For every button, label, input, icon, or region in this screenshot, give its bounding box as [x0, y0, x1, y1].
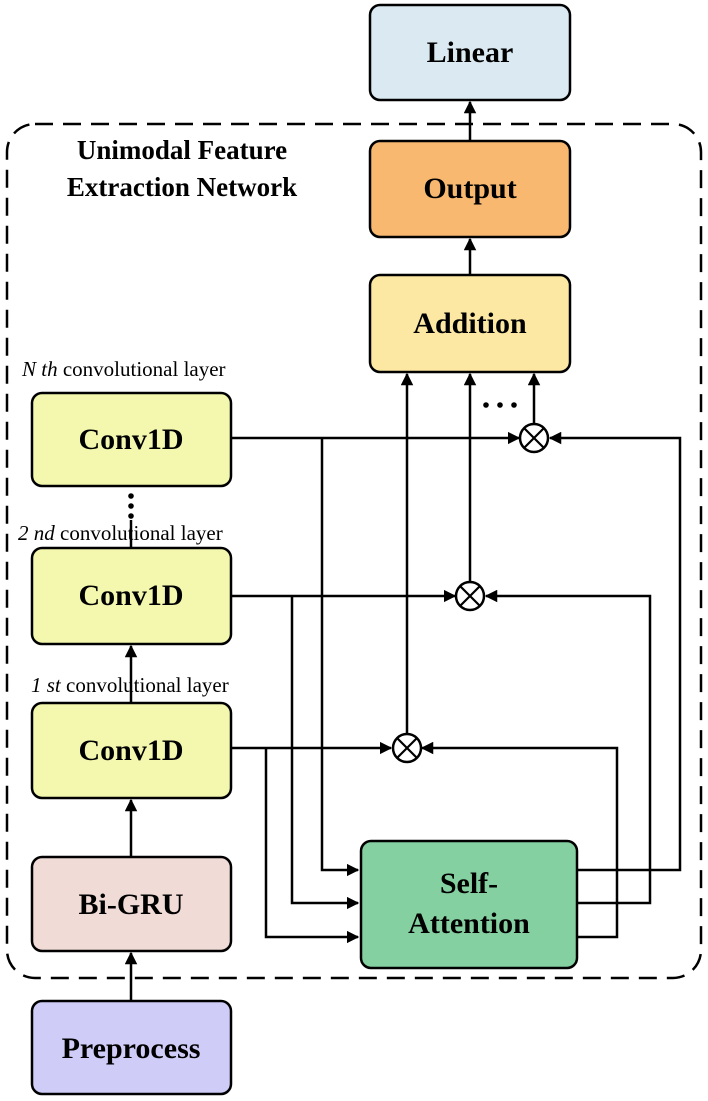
arrow-attention-to-multiply-1	[420, 741, 619, 939]
linear-box	[368, 3, 572, 102]
horizontal-ellipsis-dot	[483, 402, 489, 408]
conv1d-layer-2-label: Conv1D	[78, 579, 183, 612]
vertical-ellipsis-dot	[128, 493, 134, 499]
conv1d-layer-1-box	[30, 701, 233, 800]
preprocess-label: Preprocess	[62, 1032, 201, 1065]
bigru-label: Bi-GRU	[79, 888, 184, 921]
addition-label: Addition	[413, 307, 527, 340]
conv1d-layer-n-box	[30, 391, 233, 488]
preprocess-box	[30, 999, 233, 1096]
multiply-node-2	[454, 580, 486, 612]
arrow-conv1-to-self-attention	[264, 748, 360, 944]
output-label: Output	[423, 172, 516, 205]
arrow-conv2-to-self-attention	[290, 596, 360, 910]
multiply-node-n	[518, 422, 550, 454]
layer-label-n-text: convolutional layer	[58, 357, 226, 381]
horizontal-ellipsis-dot	[511, 402, 517, 408]
layer-label-2-text: convolutional layer	[55, 521, 223, 545]
network-title-line2: Extraction Network	[67, 172, 297, 202]
network-region	[5, 122, 703, 980]
self-attention-box	[359, 839, 579, 970]
network-title-line1: Unimodal Feature	[77, 135, 287, 165]
layer-label-n-ordinal: N th	[21, 357, 58, 381]
conv1d-layer-2-box	[30, 546, 233, 646]
vertical-ellipsis-dot	[128, 513, 134, 519]
arrow-attention-to-multiply-n	[548, 431, 682, 872]
multiply-node-1	[391, 732, 423, 764]
arrow-convn-to-self-attention	[320, 438, 360, 877]
output-box	[368, 139, 572, 239]
linear-label: Linear	[427, 36, 514, 69]
layer-label-2-ordinal: 2 nd	[18, 521, 55, 545]
addition-box	[368, 273, 572, 374]
horizontal-ellipsis-dot	[497, 402, 503, 408]
layer-label-1: 1 st convolutional layer	[31, 673, 229, 697]
layer-label-1-text: convolutional layer	[61, 673, 229, 697]
conv1d-layer-n-label: Conv1D	[78, 423, 183, 456]
conv1d-layer-1-label: Conv1D	[78, 734, 183, 767]
layer-label-2: 2 nd convolutional layer	[18, 521, 223, 545]
vertical-ellipsis-dot	[128, 503, 134, 509]
layer-label-1-ordinal: 1 st	[31, 673, 62, 697]
bigru-box	[30, 855, 233, 953]
arrow-attention-to-multiply-2	[484, 589, 652, 905]
self-attention-label-line2: Attention	[408, 907, 530, 940]
self-attention-label-line1: Self-	[440, 867, 498, 900]
layer-label-n: N th convolutional layer	[21, 357, 226, 381]
